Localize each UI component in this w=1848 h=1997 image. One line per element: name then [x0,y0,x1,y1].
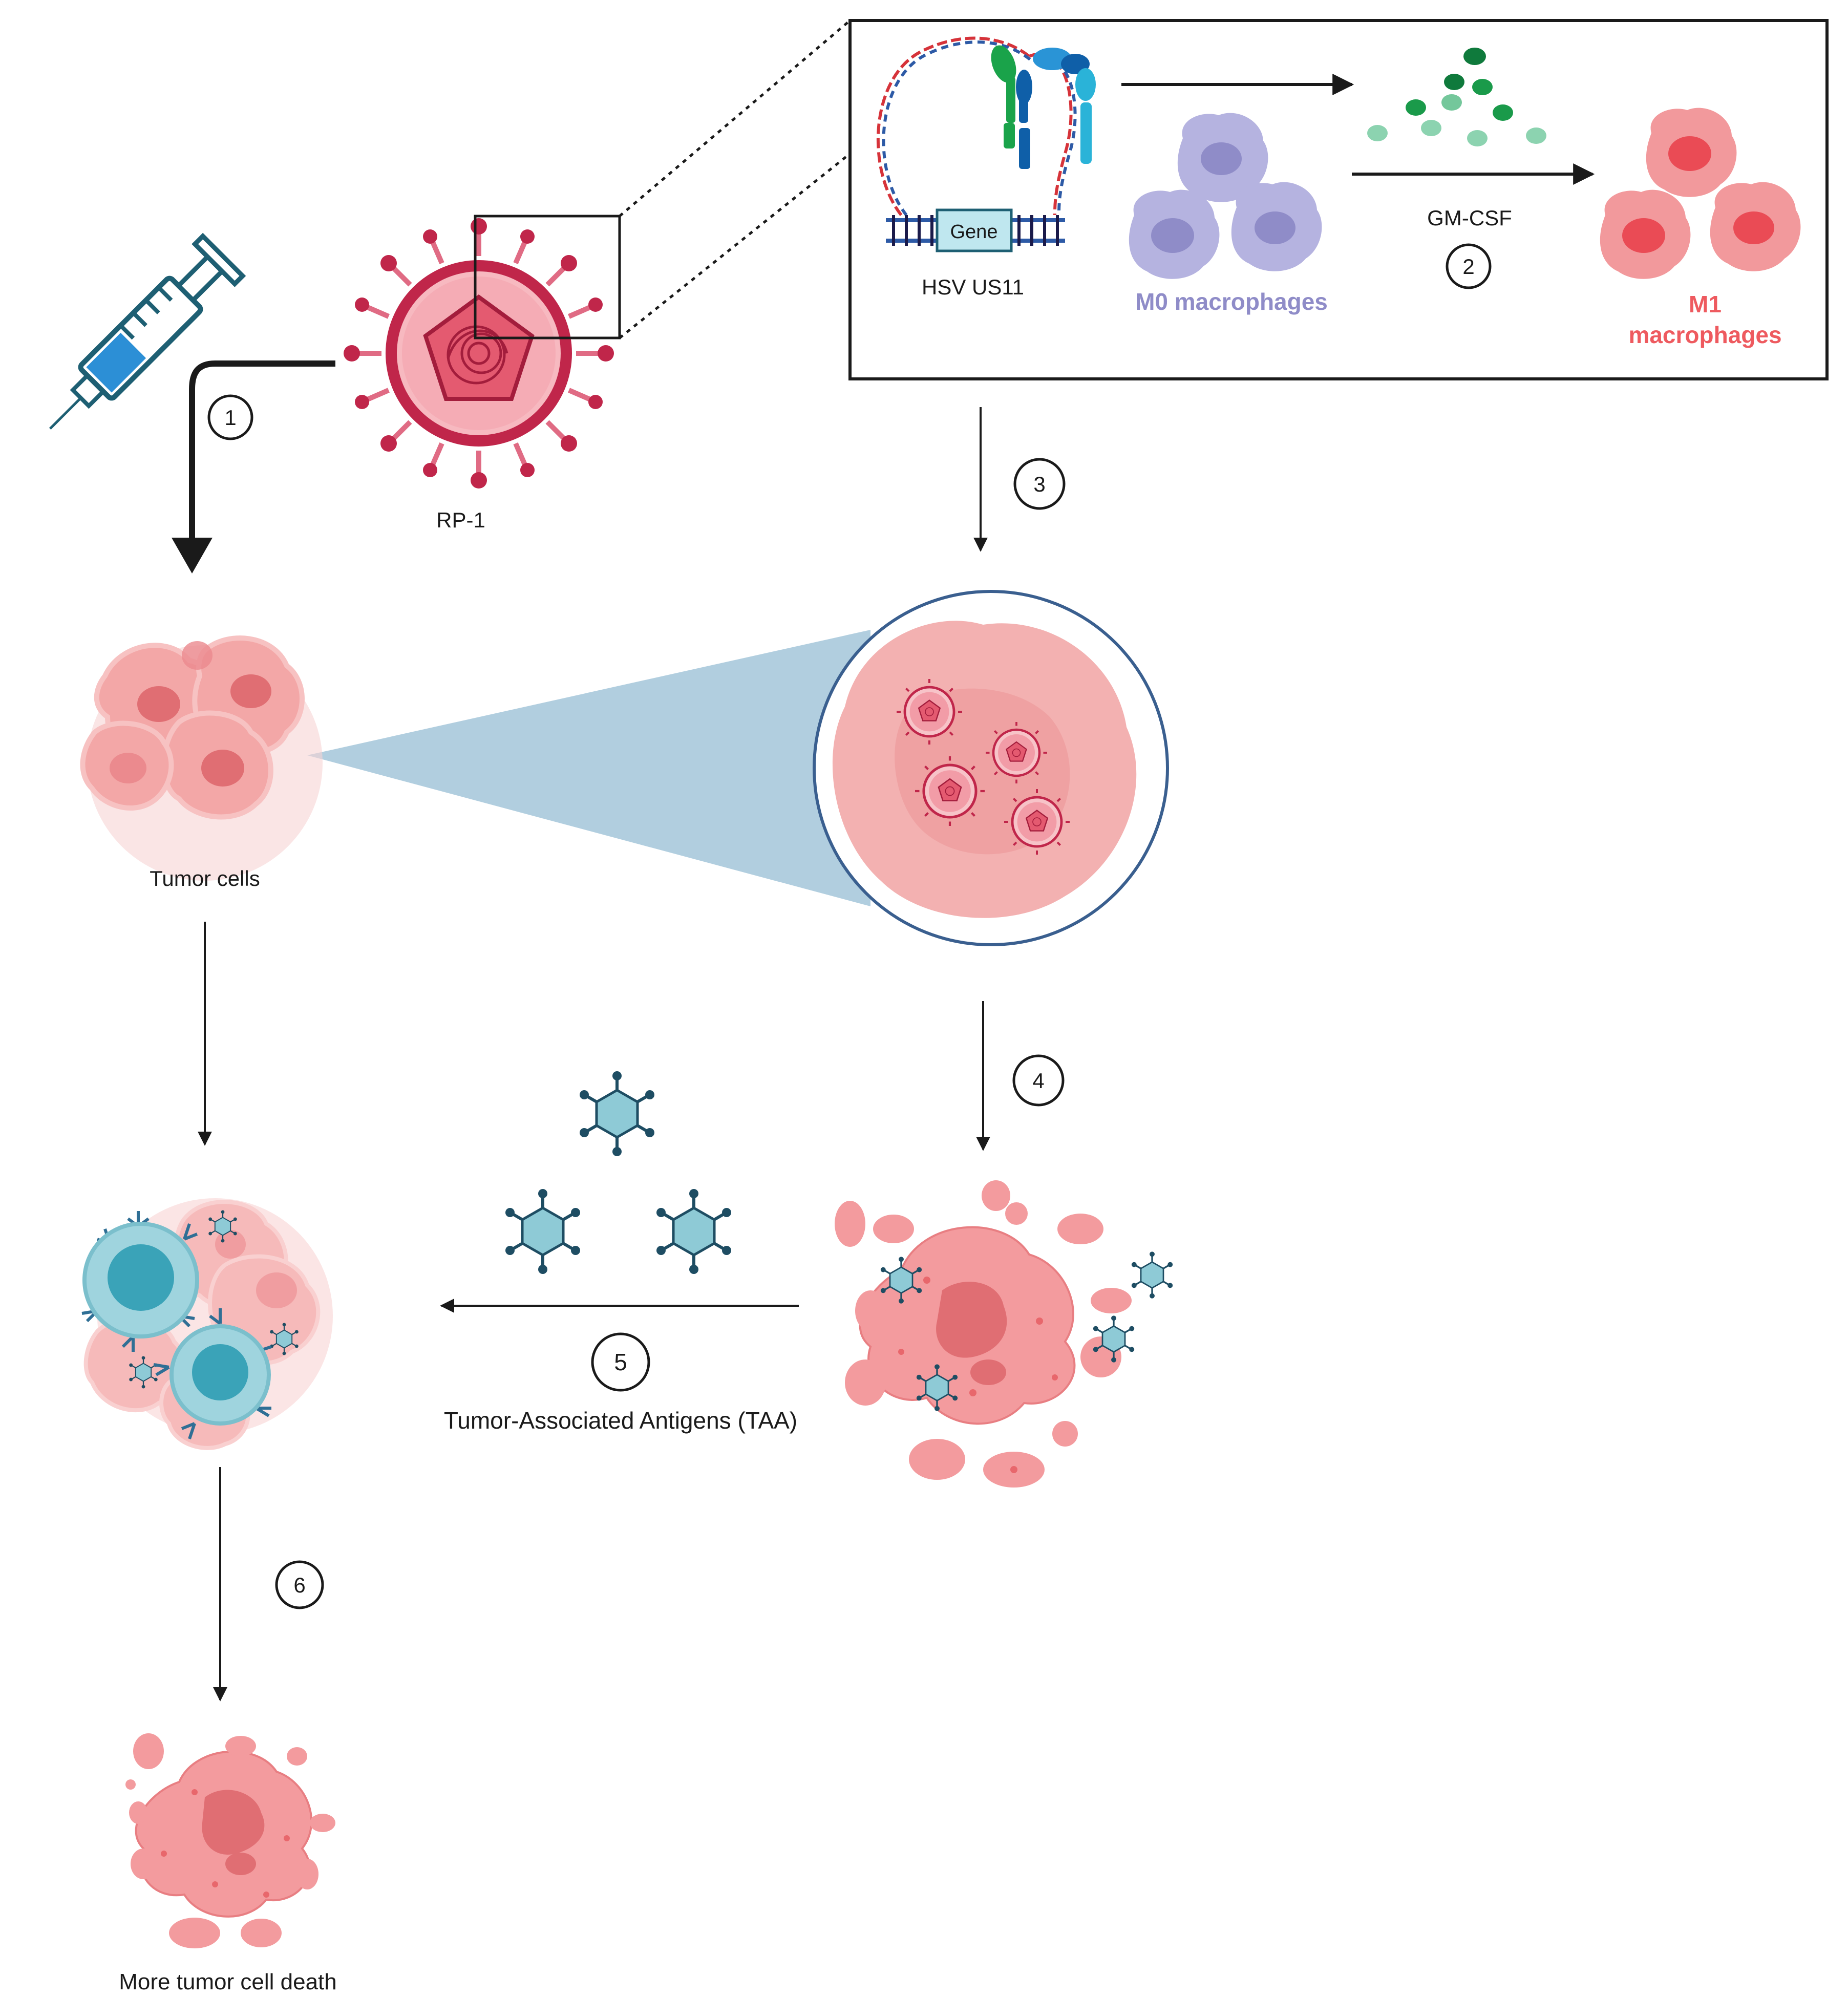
gmcsf-label: GM-CSF [1427,206,1512,230]
lysed-cell-icon [835,1180,1174,1488]
m0-macrophages-icon [1129,113,1322,279]
svg-text:5: 5 [614,1349,627,1375]
hsv-label: HSV US11 [922,275,1024,299]
gene-label: Gene [950,221,998,243]
tumor-cells-icon [80,635,323,881]
svg-text:3: 3 [1033,472,1045,496]
more-death-label: More tumor cell death [119,1969,337,1994]
step-5-marker: 5 [591,1332,650,1392]
dna-plasmid-icon: Gene [876,36,1077,252]
infected-tumor-zoom [813,590,1169,946]
antigen-icon [505,1071,731,1274]
step-6-marker: 6 [275,1560,324,1609]
t-cell-attack-icon [81,1198,333,1450]
zoom-cone [307,630,870,906]
tumor-cells-label: Tumor cells [150,866,260,890]
m0-label: M0 macrophages [1135,288,1328,315]
step-4-marker: 4 [1012,1054,1065,1107]
zoom-box [474,215,621,339]
svg-text:6: 6 [293,1573,305,1597]
cytokine-icon [1367,48,1546,146]
step-1-marker: 1 [207,394,253,440]
gene-box [936,208,1013,252]
step-2-marker: 2 [1446,243,1492,289]
m1-macrophages-icon [1600,108,1801,279]
svg-text:4: 4 [1032,1069,1044,1093]
svg-text:1: 1 [224,406,236,430]
m1-label-line2: macrophages [1628,322,1781,348]
m1-label-line1: M1 [1689,291,1722,317]
step-3-marker: 3 [1013,458,1066,510]
svg-text:2: 2 [1462,254,1474,279]
arrow-step-1 [189,360,335,543]
syringe-icon [49,232,246,430]
taa-label: Tumor-Associated Antigens (TAA) [444,1407,797,1434]
virus-icon [344,218,614,488]
final-lysed-cell-icon [125,1733,335,1948]
rp1-label: RP-1 [436,508,485,532]
receptor-icon [991,45,1096,169]
